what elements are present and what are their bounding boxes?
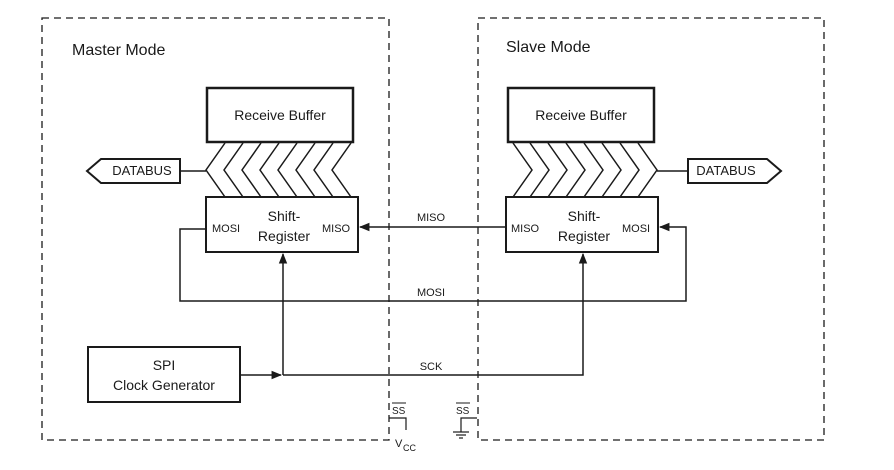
master-ss-pin: SS V CC	[389, 402, 416, 453]
slave-ss-pin: SS	[453, 402, 477, 439]
svg-text:Shift-: Shift-	[268, 208, 301, 224]
slave-miso-pin: MISO	[511, 223, 540, 235]
master-boundary	[41, 17, 390, 441]
svg-text:SS: SS	[456, 406, 470, 417]
svg-text:DATABUS: DATABUS	[112, 163, 172, 178]
slave-boundary	[477, 17, 825, 441]
svg-text:DATABUS: DATABUS	[696, 163, 756, 178]
sck-to-slave	[283, 252, 588, 376]
slave-title: Slave Mode	[506, 39, 591, 56]
miso-label: MISO	[417, 212, 446, 224]
svg-text:SS: SS	[392, 406, 406, 417]
mosi-label: MOSI	[417, 287, 445, 299]
slave-shift-register: Shift- Register MISO MOSI	[505, 196, 659, 253]
master-receive-buffer: Receive Buffer	[205, 86, 355, 144]
master-shift-register: Shift- Register MOSI MISO	[205, 196, 359, 253]
vcc-label: V	[395, 438, 403, 450]
slave-mosi-pin: MOSI	[622, 223, 650, 235]
slave-receive-buffer: Receive Buffer	[506, 86, 656, 144]
svg-text:Clock Generator: Clock Generator	[113, 377, 215, 393]
svg-text:CC: CC	[403, 443, 416, 453]
master-databus: DATABUS	[85, 158, 206, 184]
svg-text:Register: Register	[258, 228, 310, 244]
slave-databus: DATABUS	[657, 158, 783, 184]
slave-bus-chevrons	[512, 142, 658, 198]
spi-clock-generator: SPI Clock Generator	[87, 346, 241, 403]
master-miso-pin: MISO	[322, 223, 351, 235]
svg-text:Receive Buffer: Receive Buffer	[234, 107, 326, 123]
svg-text:Shift-: Shift-	[568, 208, 601, 224]
mosi-line	[179, 222, 687, 302]
svg-text:Register: Register	[558, 228, 610, 244]
ground-icon	[453, 431, 469, 439]
svg-text:SPI: SPI	[153, 357, 176, 373]
master-bus-chevrons	[205, 142, 352, 198]
sck-label: SCK	[420, 361, 443, 373]
svg-text:Receive Buffer: Receive Buffer	[535, 107, 627, 123]
master-title: Master Mode	[72, 42, 165, 59]
master-mosi-pin: MOSI	[212, 223, 240, 235]
